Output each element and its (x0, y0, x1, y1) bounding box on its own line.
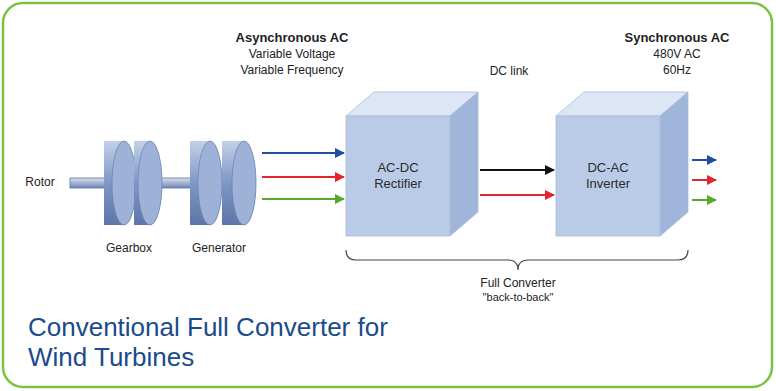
frame (3, 3, 772, 387)
machine-part: Gearbox (94, 135, 164, 257)
connector-arrow (480, 169, 554, 171)
link-label: DC link (490, 64, 529, 78)
signal-heading: Synchronous AC (625, 30, 730, 45)
part-label: Rotor (25, 175, 54, 189)
output-arrow (692, 199, 716, 201)
connector-arrow (262, 198, 344, 200)
rectifier-box (346, 92, 478, 236)
part-label: Generator (192, 241, 246, 255)
output-arrow (692, 159, 716, 161)
group-label: "back-to-back" (483, 291, 554, 303)
signal-note: Variable Frequency (240, 63, 343, 77)
signal-heading: Asynchronous AC (236, 30, 349, 45)
output-arrow (692, 179, 716, 181)
connector-arrow (262, 152, 344, 154)
part-label: Gearbox (106, 241, 152, 255)
bracket (346, 250, 688, 270)
signal-note: 480V AC (653, 47, 700, 61)
diagram-title: Conventional Full Converter for Wind Tur… (28, 312, 403, 372)
connector-arrow (480, 194, 554, 196)
signal-note: 60Hz (663, 63, 691, 77)
inverter-box (556, 92, 688, 236)
gearbox-drawing (104, 141, 162, 225)
group-label: Full Converter (480, 276, 555, 290)
generator-drawing (190, 141, 256, 225)
machine-part: Generator (178, 135, 260, 257)
connector-arrow (262, 176, 344, 178)
signal-note: Variable Voltage (249, 47, 336, 61)
converter-box: AC-DC Rectifier (346, 92, 478, 236)
box-label: DC-AC Inverter (564, 160, 652, 192)
converter-box: DC-AC Inverter (556, 92, 688, 236)
box-label: AC-DC Rectifier (354, 160, 442, 192)
